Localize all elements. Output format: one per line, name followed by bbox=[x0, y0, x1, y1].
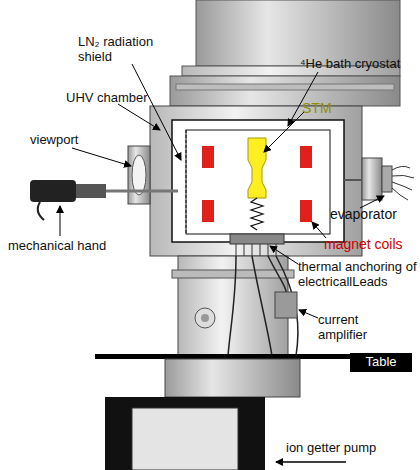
part-label: ⁴He bath cryostat bbox=[300, 56, 418, 71]
mechanical-hand bbox=[76, 184, 106, 198]
evaporator bbox=[362, 158, 382, 200]
top-cylinder bbox=[170, 0, 400, 106]
feedthrough bbox=[230, 234, 284, 256]
part-label: magnet coils bbox=[324, 236, 420, 252]
viewport-flange bbox=[128, 146, 150, 204]
mechanical-hand bbox=[30, 180, 76, 202]
magnet-coil bbox=[202, 146, 214, 168]
viewport-flange bbox=[128, 146, 150, 204]
mechanical-hand bbox=[30, 180, 178, 220]
evaporator bbox=[344, 158, 414, 200]
wires bbox=[252, 256, 272, 356]
lower-tube bbox=[201, 314, 209, 322]
part-label: mechanical hand bbox=[8, 238, 118, 253]
current-amplifier bbox=[275, 292, 297, 318]
ion-getter-pump bbox=[132, 408, 238, 470]
magnet-coil bbox=[202, 200, 214, 222]
ion-getter-pump bbox=[276, 461, 346, 463]
viewport-flange bbox=[132, 155, 146, 195]
magnet-coil bbox=[300, 200, 312, 222]
wires bbox=[228, 256, 298, 356]
wires bbox=[276, 256, 298, 356]
uhv-chamber bbox=[150, 106, 362, 256]
uhv-chamber bbox=[150, 106, 362, 256]
lower-tube bbox=[195, 308, 215, 328]
stm-head bbox=[248, 138, 266, 198]
stm-head bbox=[251, 198, 263, 230]
feedthrough bbox=[236, 244, 276, 256]
part-label: UHV chamber bbox=[66, 90, 156, 105]
part-label: evaporator bbox=[330, 206, 420, 222]
leader-line bbox=[60, 206, 61, 236]
uhv-chamber bbox=[186, 130, 187, 234]
wires bbox=[268, 256, 286, 292]
wires bbox=[228, 256, 236, 356]
leader-line bbox=[270, 246, 298, 264]
top-cylinder bbox=[176, 84, 394, 90]
evaporator bbox=[392, 166, 414, 200]
leader-line bbox=[288, 72, 318, 126]
top-cylinder bbox=[170, 76, 400, 106]
magnet-coil bbox=[300, 146, 312, 168]
evaporator bbox=[344, 179, 362, 181]
evaporator bbox=[382, 166, 392, 192]
leader-line bbox=[72, 148, 131, 166]
mechanical-hand bbox=[106, 190, 178, 193]
leader-line bbox=[312, 222, 326, 238]
mechanical-hand bbox=[38, 202, 44, 220]
leader-line bbox=[299, 310, 318, 318]
part-label: STM bbox=[302, 100, 342, 116]
uhv-chamber bbox=[172, 120, 344, 242]
part-label: thermal anchoring of electricallLeads bbox=[298, 259, 420, 289]
table-bar: Table bbox=[350, 353, 412, 372]
part-label: ion getter pump bbox=[286, 440, 406, 455]
leader-line bbox=[118, 104, 160, 130]
leader-line bbox=[132, 64, 181, 160]
part-label: LN₂ radiation shield bbox=[78, 34, 174, 64]
leader-line bbox=[264, 112, 304, 152]
ion-getter-pump bbox=[165, 359, 300, 397]
current-amplifier bbox=[275, 292, 297, 318]
uhv-chamber bbox=[186, 130, 330, 234]
node-text: Table bbox=[350, 353, 412, 370]
part-label: viewport bbox=[30, 132, 100, 147]
part-label: current amplifier bbox=[318, 312, 398, 342]
stm-head bbox=[248, 138, 266, 230]
feedthrough bbox=[230, 234, 284, 244]
ion-getter-pump bbox=[105, 397, 265, 470]
